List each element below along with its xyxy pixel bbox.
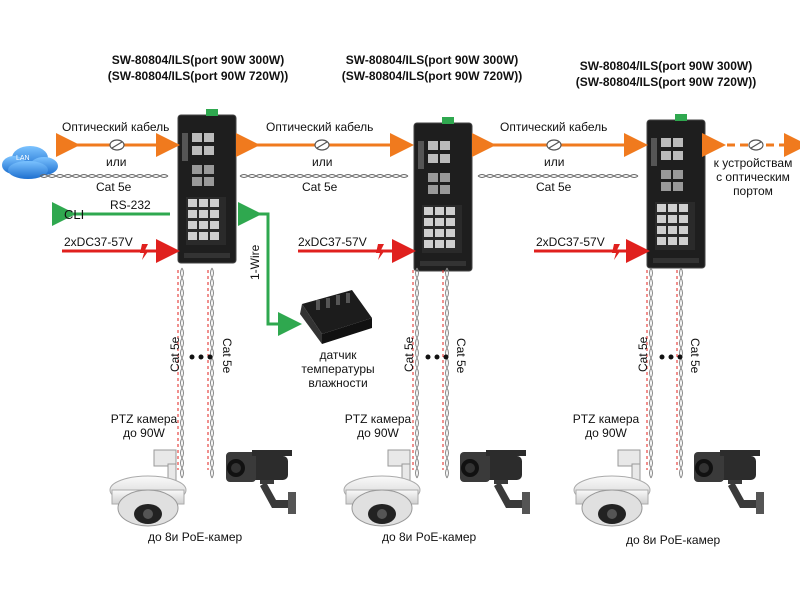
- ptz-label-1-line2: до 90W: [123, 426, 165, 440]
- switch-3-title-line2: (SW-80804/ILS(port 90W 720W)): [575, 75, 757, 89]
- sensor-icon: [300, 290, 372, 344]
- ptz-label-1: PTZ камера до 90W: [104, 412, 184, 440]
- optical-cable-label-3: Оптический кабель: [500, 120, 608, 134]
- poe-caption-1: до 8и PoE-камер: [148, 530, 243, 544]
- optical-cable-label-1: Оптический кабель: [62, 120, 170, 134]
- switch-1-title-line1: SW-80804/ILS(port 90W 300W): [111, 53, 285, 67]
- switch-3-title: SW-80804/ILS(port 90W 300W) (SW-80804/IL…: [566, 58, 766, 90]
- poe-power-lines: [177, 270, 678, 470]
- cat5e-label-1: Cat 5e: [96, 180, 132, 194]
- optical-devices-line3: портом: [733, 184, 773, 198]
- ptz-label-3-line2: до 90W: [585, 426, 627, 440]
- more-cameras-dots: [189, 354, 683, 360]
- cat5e-vertical-1b: Cat 5e: [220, 338, 234, 374]
- bullet-camera-2-icon: [460, 450, 530, 514]
- sensor-line1: датчик: [319, 348, 357, 362]
- cat5e-label-3: Cat 5e: [536, 180, 572, 194]
- ptz-camera-3-icon: [573, 449, 651, 527]
- switch-1-icon: [177, 108, 237, 264]
- optical-devices-label: к устройствам с оптическим портом: [708, 156, 798, 198]
- ptz-label-1-line1: PTZ камера: [110, 412, 178, 426]
- power-label-1: 2xDC37-57V: [64, 235, 133, 249]
- or-label-1: или: [106, 155, 127, 169]
- switch-1-title: SW-80804/ILS(port 90W 300W) (SW-80804/IL…: [98, 52, 298, 84]
- lan-cloud-icon: [2, 146, 58, 179]
- sensor-line2: температуры: [301, 362, 375, 376]
- cat5e-vertical-3a: Cat 5e: [636, 336, 650, 372]
- switch-3-icon: [646, 113, 706, 269]
- switch-2-icon: [413, 116, 473, 272]
- switch-1-title-line2: (SW-80804/ILS(port 90W 720W)): [107, 69, 289, 83]
- ptz-label-2-line2: до 90W: [357, 426, 399, 440]
- ptz-camera-2-icon: [343, 449, 421, 527]
- bullet-camera-3-icon: [694, 450, 764, 514]
- twisted-pair-vertical: [180, 267, 683, 479]
- bullet-camera-1-icon: [226, 450, 296, 514]
- optical-devices-line2: с оптическим: [716, 170, 790, 184]
- sensor-line3: влажности: [308, 376, 368, 390]
- ptz-camera-1-icon: [109, 449, 187, 527]
- ptz-label-3: PTZ камера до 90W: [566, 412, 646, 440]
- ptz-label-3-line1: PTZ камера: [572, 412, 640, 426]
- switch-3-title-line1: SW-80804/ILS(port 90W 300W): [579, 59, 753, 73]
- twisted-pair-horizontal: [39, 174, 639, 178]
- or-label-3: или: [544, 155, 565, 169]
- power-plug-icons: [140, 244, 621, 260]
- switch-2-title-line2: (SW-80804/ILS(port 90W 720W)): [341, 69, 523, 83]
- cat5e-label-2: Cat 5e: [302, 180, 338, 194]
- optical-devices-line1: к устройствам: [713, 156, 793, 170]
- or-label-2: или: [312, 155, 333, 169]
- optical-cable-label-2: Оптический кабель: [266, 120, 374, 134]
- lan-label: LAN: [16, 155, 30, 162]
- power-label-2: 2xDC37-57V: [298, 235, 367, 249]
- cat5e-vertical-1a: Cat 5e: [168, 336, 182, 372]
- switch-2-title: SW-80804/ILS(port 90W 300W) (SW-80804/IL…: [332, 52, 532, 84]
- cat5e-vertical-2b: Cat 5e: [454, 338, 468, 374]
- sensor-label: датчик температуры влажности: [290, 348, 386, 390]
- power-label-3: 2xDC37-57V: [536, 235, 605, 249]
- cat5e-vertical-3b: Cat 5e: [688, 338, 702, 374]
- switch-2-title-line1: SW-80804/ILS(port 90W 300W): [345, 53, 519, 67]
- one-wire-label: 1-Wire: [248, 244, 262, 280]
- ptz-label-2-line1: PTZ камера: [344, 412, 412, 426]
- poe-caption-2: до 8и PoE-камер: [382, 530, 477, 544]
- rs232-label: RS-232: [110, 198, 151, 212]
- cat5e-vertical-2a: Cat 5e: [402, 336, 416, 372]
- cli-label: CLI: [64, 207, 85, 222]
- ptz-label-2: PTZ камера до 90W: [338, 412, 418, 440]
- poe-caption-3: до 8и PoE-камер: [626, 533, 721, 547]
- one-wire-arrow: [238, 202, 302, 336]
- cable-connector-icons: [109, 139, 764, 151]
